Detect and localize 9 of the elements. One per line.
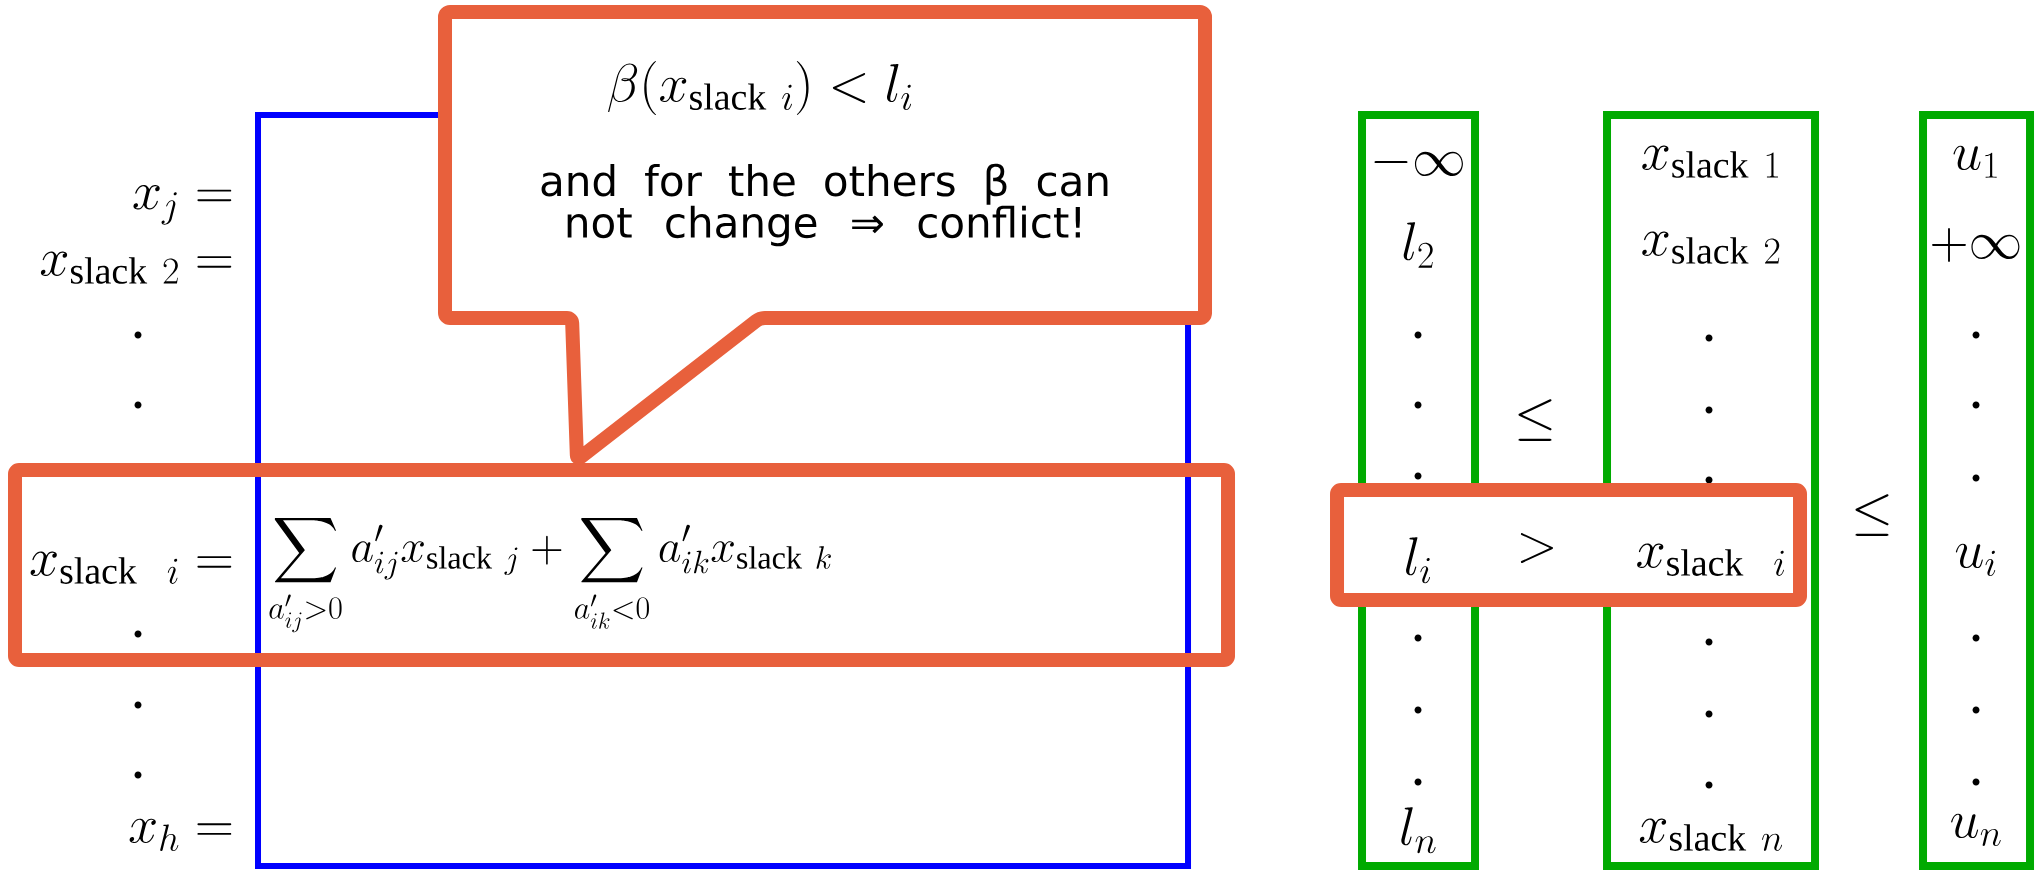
speech-bubble: $\beta(x_{\mathrm{slack}\ i}) < l_i$ and for the others β can not change ⇒ conflict! bbox=[438, 5, 1212, 465]
highlighted-constraint: $l_i$ $>$ $x_{\mathrm{slack}\ \ i}$ bbox=[1330, 483, 1807, 607]
equation-label: $x_h =$ bbox=[129, 818, 232, 852]
relation-sign: $\leq$ bbox=[1855, 494, 1889, 536]
relation-sign: $\leq$ bbox=[1518, 399, 1552, 441]
equation-label: $x_{\mathrm{slack}\ 2} =$ bbox=[40, 251, 232, 284]
equation-label: $x_j =$ bbox=[133, 185, 232, 225]
bounds-column: $u_1$ $+\infty$ $u_i$ $u_n$ bbox=[1919, 111, 2034, 870]
highlighted-row: $x_{\mathrm{slack}\ \ i} =$ $\sum_{a'_{ij}>0} a'_{ij} x_{\mathrm{slack}\ j} + \sum_{a'_{ik}<0} a'_{ik} x_{\mathrm{slack}\ k}$ bbox=[8, 463, 1235, 667]
